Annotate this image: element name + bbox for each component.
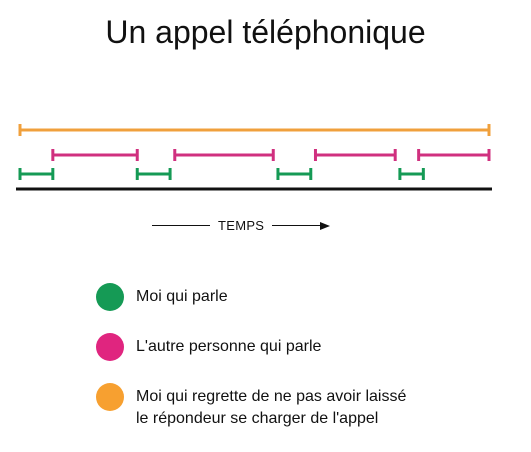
segment-me-0: [18, 168, 55, 180]
green-circle-icon: [96, 283, 124, 311]
segment-me-1: [135, 168, 172, 180]
segment-regret-0: [18, 124, 491, 136]
pink-circle-icon: [96, 333, 124, 361]
segment-other-2: [313, 149, 397, 161]
legend-item-me-speaking: Moi qui parle: [96, 283, 406, 311]
time-axis-indicator: TEMPS: [152, 218, 331, 233]
legend-item-regret: Moi qui regrette de ne pas avoir laissé …: [96, 383, 406, 430]
right-arrow-icon: [272, 221, 331, 230]
legend-label: Moi qui regrette de ne pas avoir laissé …: [136, 388, 407, 427]
time-line-left: [152, 225, 210, 226]
segment-me-2: [276, 168, 313, 180]
segment-other-0: [51, 149, 139, 161]
time-label: TEMPS: [218, 218, 265, 233]
orange-circle-icon: [96, 383, 124, 411]
segment-other-1: [173, 149, 275, 161]
legend: Moi qui parle L'autre personne qui parle…: [96, 283, 406, 452]
legend-label: Moi qui parle: [136, 288, 228, 305]
legend-label: L'autre personne qui parle: [136, 338, 322, 355]
segment-me-3: [398, 168, 425, 180]
timeline-diagram: [16, 124, 492, 191]
diagram-title: Un appel téléphonique: [105, 14, 426, 50]
legend-item-other-speaking: L'autre personne qui parle: [96, 333, 406, 361]
segment-other-3: [417, 149, 491, 161]
